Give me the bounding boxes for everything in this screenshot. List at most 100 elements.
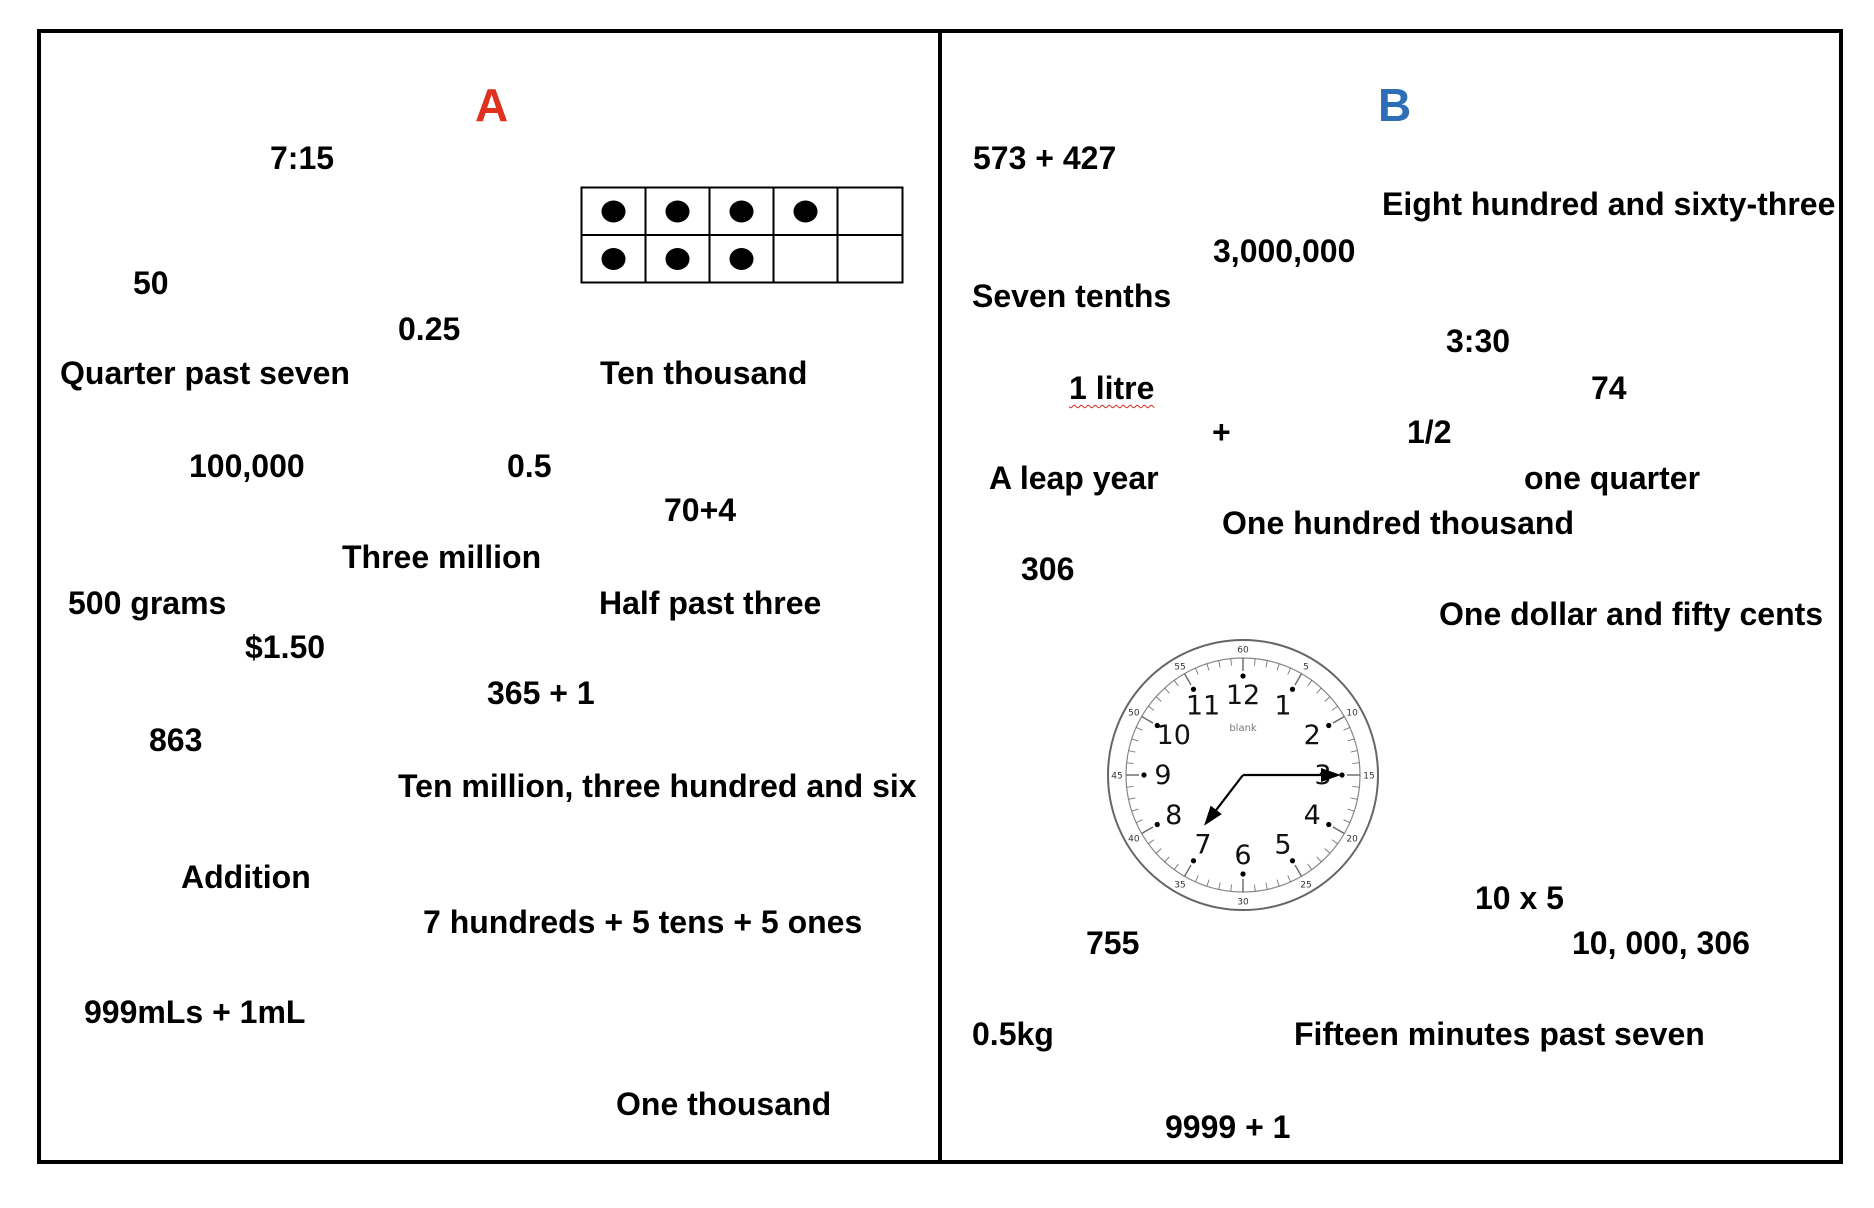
clock-tick — [1316, 687, 1322, 694]
a-addition: Addition — [181, 859, 311, 895]
minute-hand-arrowhead — [1321, 768, 1341, 782]
clock-tick — [1307, 863, 1313, 870]
clock-hour-numeral: 8 — [1165, 800, 1182, 831]
clock-tick — [1352, 762, 1360, 764]
clock-tick — [1195, 875, 1199, 883]
clock-hour-numeral: 4 — [1304, 800, 1321, 831]
hour-hand — [1215, 774, 1244, 811]
clock-tick — [1276, 663, 1280, 671]
clock-tick — [1331, 839, 1338, 845]
a-quarter-past-seven: Quarter past seven — [60, 355, 350, 391]
clock-tick — [1254, 658, 1256, 666]
a-three-million: Three million — [342, 539, 542, 575]
clock-tick — [1206, 663, 1210, 671]
clock-minute-label: 25 — [1300, 881, 1311, 891]
b-573plus427: 573 + 427 — [973, 140, 1117, 176]
clock-tick — [1347, 738, 1355, 742]
clock-tick — [1148, 705, 1155, 711]
clock-minute-label: 40 — [1128, 835, 1140, 845]
b-fifteen-past-seven: Fifteen minutes past seven — [1294, 1016, 1705, 1052]
clock-tick — [1316, 856, 1322, 863]
clock-tick — [1131, 738, 1139, 742]
ten-frame-dot — [601, 200, 626, 223]
b-dollar-fifty: One dollar and fifty cents — [1439, 596, 1824, 632]
clock-tick — [1276, 879, 1280, 887]
b-leap-year: A leap year — [989, 460, 1159, 496]
a-150: $1.50 — [245, 629, 326, 665]
clock-tick — [1183, 673, 1192, 686]
clock-hour-dot — [1289, 858, 1296, 864]
clock-tick — [1350, 750, 1358, 753]
clock-hour-dot — [1326, 821, 1332, 828]
clock-tick — [1183, 864, 1192, 877]
clock-hour-dot — [1339, 772, 1345, 778]
clock-hour-dot — [1154, 821, 1160, 828]
clock-minute-label: 5 — [1303, 662, 1309, 672]
ten-frame — [580, 186, 904, 284]
clock-hour-numerals: 121234567891011 — [1154, 680, 1331, 871]
b-863-words: Eight hundred and sixty-three — [1382, 186, 1836, 222]
clock-tick — [1135, 727, 1143, 731]
panel-divider — [938, 29, 942, 1164]
b-306: 306 — [1021, 551, 1075, 587]
clock-tick — [1230, 884, 1232, 892]
a-one-thousand: One thousand — [616, 1086, 832, 1122]
a-ten-thousand: Ten thousand — [600, 355, 808, 391]
clock-tick — [1173, 863, 1179, 870]
clock-tick — [1126, 786, 1134, 788]
clock-minute-label: 30 — [1237, 898, 1249, 908]
clock-minute-label: 50 — [1128, 709, 1140, 719]
clock-tick — [1343, 727, 1351, 731]
b-10000306: 10, 000, 306 — [1572, 925, 1750, 961]
clock-tick — [1148, 839, 1155, 845]
clock-tick — [1324, 848, 1331, 854]
clock-hour-dot — [1289, 686, 1296, 692]
clock-tick — [1164, 687, 1170, 694]
clock-minute-label: 35 — [1174, 881, 1185, 891]
clock-tick — [1343, 819, 1351, 823]
clock-face-label: blank — [1229, 723, 1257, 734]
ten-frame-dot — [665, 248, 690, 270]
clock-tick — [1265, 660, 1268, 668]
b-one-quarter: one quarter — [1524, 460, 1701, 496]
clock-hour-numeral: 12 — [1226, 680, 1260, 711]
hour-hand-arrowhead — [1204, 805, 1222, 826]
clock-hour-numeral: 7 — [1194, 829, 1211, 860]
b-half: 1/2 — [1407, 414, 1452, 450]
ten-frame-dot — [601, 248, 626, 270]
clock-hour-numeral: 11 — [1186, 691, 1220, 722]
ten-frame-dot — [793, 200, 818, 223]
clock-tick — [1287, 875, 1291, 883]
clock-tick — [1135, 819, 1143, 823]
clock-tick — [1332, 715, 1345, 724]
ten-frame-dot — [729, 248, 754, 270]
b-plus: + — [1212, 414, 1231, 450]
clock-minute-label: 15 — [1363, 772, 1374, 782]
clock-hour-numeral: 9 — [1154, 760, 1171, 791]
clock-minute-label: 20 — [1346, 835, 1358, 845]
clock-hour-numeral: 2 — [1304, 720, 1321, 751]
clock-tick — [1218, 882, 1221, 890]
clock-tick — [1126, 762, 1134, 764]
a-100000: 100,000 — [189, 448, 305, 484]
a-70plus4: 70+4 — [664, 492, 737, 528]
b-755: 755 — [1086, 925, 1140, 961]
clock-minute-label: 10 — [1346, 709, 1358, 719]
clock-tick — [1287, 667, 1291, 675]
clock-tick — [1155, 696, 1162, 702]
clock-minute-label: 55 — [1174, 662, 1185, 672]
a-05: 0.5 — [507, 448, 552, 484]
clock-tick — [1195, 667, 1199, 675]
clock-hour-numeral: 6 — [1234, 840, 1251, 871]
clock-hour-dot — [1326, 722, 1332, 729]
clock-hands — [1204, 768, 1341, 826]
b-10x5: 10 x 5 — [1475, 880, 1564, 916]
clock-hour-dot — [1190, 686, 1197, 692]
b-74: 74 — [1591, 370, 1627, 406]
a-time-715: 7:15 — [270, 140, 335, 176]
clock-hour-numeral: 10 — [1157, 720, 1191, 751]
clock-ticks — [1126, 658, 1360, 892]
clock-tick — [1294, 673, 1303, 686]
a-500-grams: 500 grams — [68, 585, 227, 621]
